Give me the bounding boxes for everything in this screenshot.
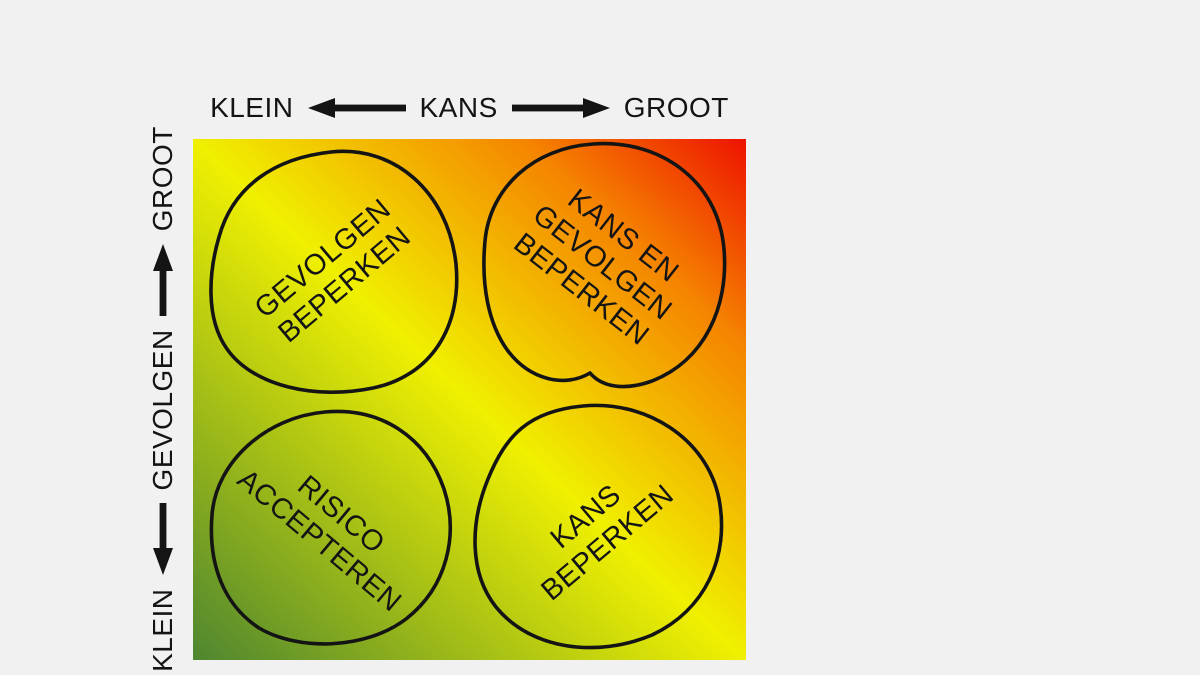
arrow-up-icon — [153, 244, 173, 317]
quadrant-bottom-right-outline — [473, 403, 724, 650]
quadrant-bottom-left-outline — [209, 409, 452, 646]
y-axis: KLEIN GEVOLGEN GROOT — [141, 126, 185, 672]
quadrant-top-left-outline — [209, 149, 459, 394]
risk-gradient-grid: GEVOLGEN BEPERKEN KANS EN GEVOLGEN BEPER… — [193, 139, 746, 660]
y-axis-low-label: KLEIN — [147, 588, 178, 672]
arrow-left-icon — [307, 98, 406, 118]
y-axis-title: GEVOLGEN — [147, 329, 178, 491]
quadrant-top-right-outline — [482, 141, 727, 389]
x-axis-high-label: GROOT — [623, 92, 729, 123]
quadrant-outlines — [209, 141, 727, 650]
x-axis-title: KANS — [419, 92, 498, 123]
x-axis-low-label: KLEIN — [210, 92, 294, 123]
arrow-right-icon — [511, 98, 610, 118]
y-axis-high-label: GROOT — [147, 126, 178, 232]
x-axis: KLEIN KANS GROOT — [193, 86, 746, 130]
arrow-down-icon — [153, 503, 173, 576]
